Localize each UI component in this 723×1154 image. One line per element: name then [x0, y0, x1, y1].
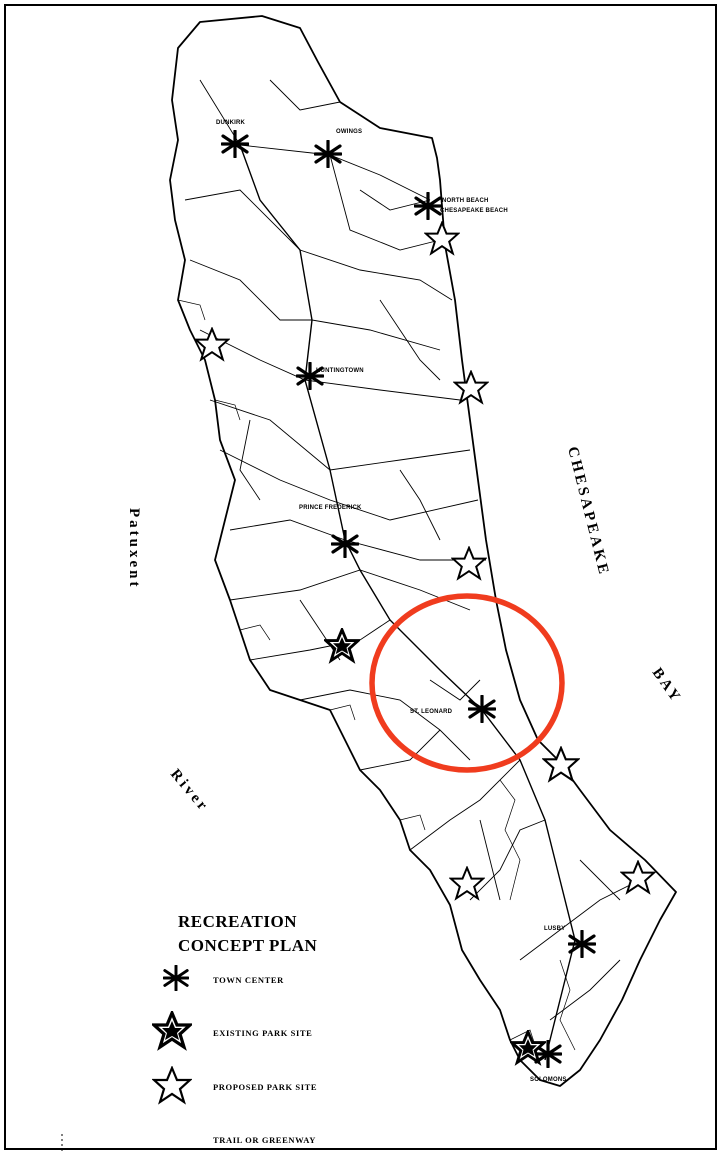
- legend-trail-label: TRAIL OR GREENWAY: [213, 1135, 316, 1145]
- proposed-park-icon: [542, 746, 580, 782]
- town-center-icon: [296, 362, 324, 390]
- county-outline: [169, 15, 677, 1087]
- proposed-park-icon: [451, 546, 487, 580]
- proposed-park-icon: [449, 866, 485, 900]
- existing-park-markers: [324, 628, 546, 1064]
- legend-existing-park-label: EXISTING PARK SITE: [213, 1028, 313, 1038]
- town-label-north-beach: NORTH BEACH: [442, 198, 489, 204]
- town-label-solomons: SOLOMONS: [530, 1077, 567, 1083]
- legend-town-center-label: TOWN CENTER: [213, 975, 284, 985]
- town-label-huntingtown: HUNTINGTOWN: [316, 368, 364, 374]
- legend-title-line2: CONCEPT PLAN: [178, 936, 318, 955]
- town-center-icon: [331, 530, 359, 558]
- town-center-icon: [468, 695, 496, 723]
- existing-park-icon: [324, 628, 360, 662]
- town-center-icon: [314, 140, 342, 168]
- town-center-icon: [221, 130, 249, 158]
- town-center-icon: [414, 192, 442, 220]
- town-label-prince-frederick: PRINCE FREDERICK: [299, 505, 362, 511]
- shoreline-creeks: [177, 299, 576, 1051]
- proposed-park-icon: [453, 370, 489, 404]
- legend-proposed-park-icon: [152, 1066, 192, 1104]
- proposed-park-icon: [194, 327, 230, 361]
- proposed-park-icon: [620, 860, 656, 894]
- legend-title-line1: RECREATION: [178, 912, 297, 931]
- water-label-river: River: [167, 766, 212, 815]
- town-center-icon: [568, 930, 596, 958]
- proposed-park-icon: [424, 221, 460, 255]
- town-label-lusby: LUSBY: [544, 926, 565, 932]
- town-label-st-leonard: ST. LEONARD: [410, 709, 453, 715]
- water-label-bay: BAY: [649, 665, 685, 706]
- town-label-dunkirk: DUNKIRK: [216, 120, 246, 126]
- road-network: [184, 79, 641, 1021]
- town-label-chesapeake-beach: CHESAPEAKE BEACH: [440, 208, 508, 214]
- water-label-patuxent: Patuxent: [126, 508, 142, 590]
- legend-town-center-icon: [163, 965, 189, 991]
- town-label-owings: OWINGS: [336, 129, 362, 135]
- water-label-chesapeake: CHESAPEAKE: [564, 445, 612, 578]
- highlight-circle: [369, 593, 565, 773]
- map-frame: [4, 4, 717, 1150]
- legend-proposed-park-label: PROPOSED PARK SITE: [213, 1082, 318, 1092]
- legend-existing-park-icon: [152, 1011, 192, 1049]
